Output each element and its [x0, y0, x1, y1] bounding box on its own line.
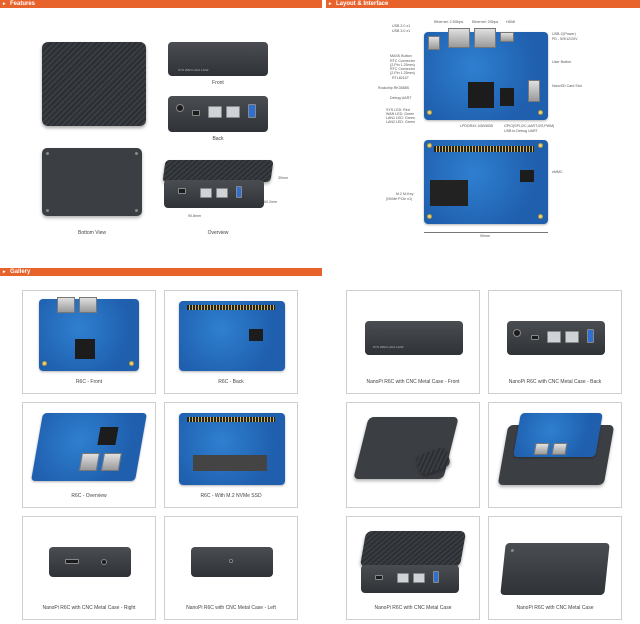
label-led-wan: WAN LED: Green	[386, 112, 415, 116]
label-mask-button: MASK Button	[390, 54, 412, 58]
label-m2-nvme: (NVMe PCIe x1)	[386, 197, 413, 201]
dim-width: 90.8mm	[188, 214, 201, 218]
label-led-lan2: LAN2 LED: Green	[386, 120, 415, 124]
case-overview-image	[162, 160, 274, 210]
label-hdmi: HDMI	[506, 20, 516, 24]
gallery-caption: R6C - With M.2 NVMe SSD	[200, 493, 262, 499]
caption-back: Back	[212, 136, 224, 142]
case-top-view-image	[42, 42, 146, 126]
label-usb20: USB 2.0 x1	[392, 24, 411, 28]
gallery-card[interactable]: R6C - Front	[22, 290, 156, 394]
label-usb-debug: USB to Debug UART	[504, 129, 538, 133]
layout-title: Layout & Interface	[336, 1, 389, 7]
dim-depth: 60.2mm	[264, 200, 277, 204]
label-rtc-connector: RTC Connector	[390, 59, 415, 63]
gallery-title: Gallery	[10, 269, 31, 275]
gallery-caption: R6C - Overview	[71, 493, 107, 499]
case-led-labels: SYS WAN LAN1 LAN2	[373, 345, 404, 349]
label-user-button: User Button	[552, 60, 571, 64]
label-rtc-connector-2-spec: (2-Pin 1.25mm)	[390, 71, 415, 75]
label-width: 90mm	[480, 234, 490, 238]
label-rtl8211f: RTL8211F	[392, 76, 409, 80]
gallery-card[interactable]: R6C - With M.2 NVMe SSD	[164, 402, 298, 508]
gallery-card[interactable]: NanoPi R6C with CNC Metal Case	[488, 516, 622, 620]
gallery-card[interactable]: R6C - Overview	[22, 402, 156, 508]
label-debug-uart: Debug UART	[390, 96, 412, 100]
case-bottom-image	[42, 148, 142, 216]
label-ethernet-25g: Ethernet: 2.5Gbps	[434, 20, 464, 24]
label-rtc-connector-2: RTC Connector	[390, 67, 415, 71]
caption-overview: Overview	[207, 230, 229, 236]
label-m2: M.2 M-Key	[396, 192, 414, 196]
gallery-header: Gallery	[0, 268, 322, 276]
board-bottom-diagram	[424, 140, 548, 224]
label-emmc: eMMC	[552, 170, 563, 174]
label-led-sys: SYS LED: Red	[386, 108, 410, 112]
gallery-card[interactable]	[488, 402, 622, 508]
layout-header: Layout & Interface	[326, 0, 640, 8]
case-back-image	[168, 96, 268, 132]
label-nanosd: NanoSD Card Slot	[552, 84, 582, 88]
front-led-labels: SYS WAN LAN1 LAN2	[178, 68, 209, 72]
label-pd: PD - 5/9/12/20V	[552, 37, 578, 41]
label-led-lan1: LAN1 LED: Green	[386, 116, 415, 120]
label-rtc-connector-spec: (2-Pin 1.25mm)	[390, 63, 415, 67]
label-gpio: GPIO(SPI,I2C,UART,I2S,PWM)	[504, 124, 555, 128]
caption-bottom-view: Bottom View	[78, 230, 106, 236]
features-title: Features	[10, 1, 36, 7]
gallery-caption: NanoPi R6C with CNC Metal Case - Right	[42, 605, 136, 611]
case-front-image: SYS WAN LAN1 LAN2	[168, 42, 268, 76]
gallery-caption: NanoPi R6C with CNC Metal Case	[374, 605, 452, 611]
label-usbc-power: USB-C(Power)	[552, 32, 576, 36]
width-dimension-line	[424, 232, 548, 233]
label-lpddr4x: LPDDR4X 4GB/8GB	[460, 124, 493, 128]
label-ethernet-2g: Ethernet: 2Gbps	[472, 20, 499, 24]
gallery-caption: NanoPi R6C with CNC Metal Case - Back	[508, 379, 602, 385]
gallery-caption: NanoPi R6C with CNC Metal Case - Left	[186, 605, 276, 611]
dim-height: 30mm	[278, 176, 288, 180]
gallery-card[interactable]: R6C - Back	[164, 290, 298, 394]
gallery-card[interactable]: NanoPi R6C with CNC Metal Case - Left	[164, 516, 298, 620]
gallery-caption: R6C - Front	[75, 379, 103, 385]
gallery-caption: NanoPi R6C with CNC Metal Case	[516, 605, 594, 611]
gallery-caption: R6C - Back	[218, 379, 244, 385]
gallery-card[interactable]: SYS WAN LAN1 LAN2 NanoPi R6C with CNC Me…	[346, 290, 480, 394]
board-top-diagram	[424, 28, 548, 120]
features-header: Features	[0, 0, 322, 8]
gallery-card[interactable]: NanoPi R6C with CNC Metal Case - Back	[488, 290, 622, 394]
label-rockchip: Rockchip RK3588S	[378, 86, 410, 90]
gallery-card[interactable]: NanoPi R6C with CNC Metal Case	[346, 516, 480, 620]
gallery-caption: NanoPi R6C with CNC Metal Case - Front	[366, 379, 460, 385]
label-usb30: USB 3.0 x1	[392, 29, 411, 33]
gallery-card[interactable]: NanoPi R6C with CNC Metal Case - Right	[22, 516, 156, 620]
gallery-card[interactable]	[346, 402, 480, 508]
caption-front: Front	[212, 80, 224, 86]
